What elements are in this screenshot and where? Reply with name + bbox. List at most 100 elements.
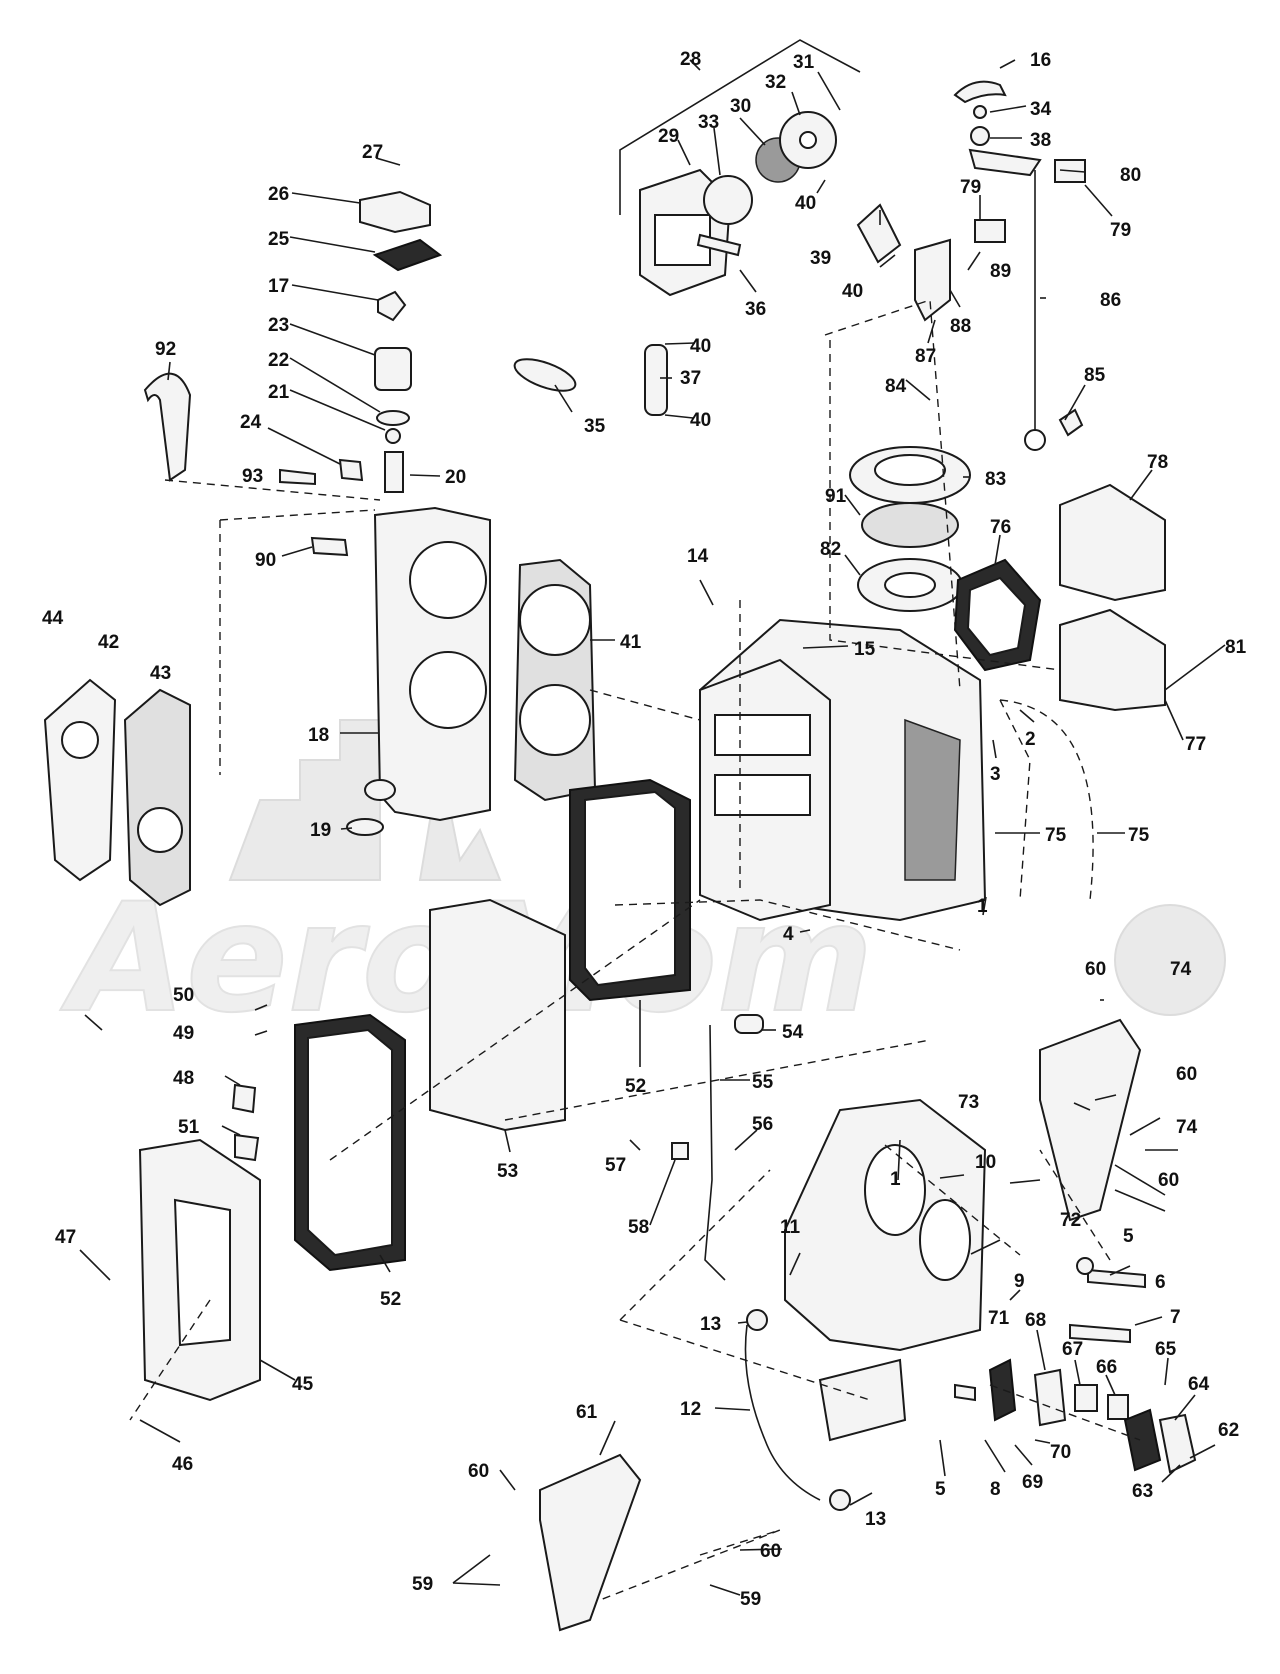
callout-40-d: 40 bbox=[690, 410, 711, 431]
callout-69: 69 bbox=[1022, 1472, 1043, 1493]
callout-3: 3 bbox=[990, 764, 1001, 785]
callout-74-lower: 74 bbox=[1176, 1117, 1198, 1138]
callout-labels: 1 1 2 3 4 5 5 6 7 8 9 10 11 12 13 13 14 … bbox=[42, 49, 1247, 1610]
callout-13-lower: 13 bbox=[865, 1509, 886, 1530]
plate-68 bbox=[1033, 1368, 1067, 1427]
gasket-64 bbox=[1123, 1408, 1162, 1472]
callout-84: 84 bbox=[885, 376, 907, 397]
callout-2: 2 bbox=[1025, 729, 1036, 750]
callout-18: 18 bbox=[308, 725, 329, 746]
callout-42: 42 bbox=[98, 632, 119, 653]
callout-33: 33 bbox=[698, 112, 719, 133]
leader-lines bbox=[79, 59, 1226, 1596]
clip-92 bbox=[143, 372, 192, 482]
callout-35: 35 bbox=[584, 416, 606, 437]
callout-12: 12 bbox=[680, 1399, 701, 1420]
bracket-87 bbox=[914, 238, 951, 322]
callout-91: 91 bbox=[825, 486, 847, 507]
callout-70: 70 bbox=[1050, 1442, 1071, 1463]
callout-59-right: 59 bbox=[740, 1589, 761, 1610]
callout-11: 11 bbox=[780, 1217, 801, 1238]
callout-85: 85 bbox=[1084, 365, 1106, 386]
throttle-arm bbox=[968, 148, 1042, 177]
callout-57: 57 bbox=[605, 1155, 626, 1176]
bracket-73 bbox=[1039, 1018, 1142, 1222]
gasket-25 bbox=[372, 238, 443, 272]
callout-54: 54 bbox=[782, 1022, 804, 1043]
callout-53: 53 bbox=[497, 1161, 518, 1182]
bushing-58 bbox=[671, 1142, 689, 1160]
clip-66 bbox=[1107, 1394, 1129, 1420]
callout-52-right: 52 bbox=[625, 1076, 646, 1097]
callout-73: 73 bbox=[958, 1092, 979, 1113]
gasket-43 bbox=[123, 688, 191, 907]
callout-26: 26 bbox=[268, 184, 289, 205]
callout-56: 56 bbox=[752, 1114, 773, 1135]
bolt-36 bbox=[696, 233, 742, 257]
callout-34: 34 bbox=[1030, 99, 1052, 120]
callout-30: 30 bbox=[730, 96, 751, 117]
fitting-13-lower bbox=[829, 1489, 851, 1511]
callout-24: 24 bbox=[240, 412, 262, 433]
link-55 bbox=[704, 1024, 726, 1281]
callout-74-upper: 74 bbox=[1170, 959, 1192, 980]
callout-67: 67 bbox=[1062, 1339, 1083, 1360]
bolt-6 bbox=[1087, 1268, 1146, 1289]
cover-77 bbox=[1059, 608, 1166, 712]
callout-79-right: 79 bbox=[1110, 220, 1131, 241]
callout-62: 62 bbox=[1218, 1420, 1239, 1441]
screw-93 bbox=[279, 468, 316, 486]
callout-60-e: 60 bbox=[1158, 1170, 1179, 1191]
callout-39: 39 bbox=[810, 248, 831, 269]
callout-47: 47 bbox=[55, 1227, 76, 1248]
callout-48: 48 bbox=[173, 1068, 194, 1089]
callout-15: 15 bbox=[854, 639, 876, 660]
sleeve-23 bbox=[374, 347, 412, 391]
callout-45: 45 bbox=[292, 1374, 314, 1395]
callout-64: 64 bbox=[1188, 1374, 1210, 1395]
callout-63: 63 bbox=[1132, 1481, 1153, 1502]
callout-40-b: 40 bbox=[842, 281, 863, 302]
cover-63 bbox=[1158, 1413, 1197, 1474]
filter-plate bbox=[703, 175, 753, 225]
callout-10: 10 bbox=[975, 1152, 996, 1173]
clip-79b bbox=[974, 219, 1006, 243]
callout-1-lower: 1 bbox=[890, 1169, 901, 1190]
callout-60-b: 60 bbox=[760, 1541, 781, 1562]
spring-20 bbox=[384, 451, 404, 493]
callout-87: 87 bbox=[915, 346, 936, 367]
callout-75-left: 75 bbox=[1045, 825, 1067, 846]
callout-40-c: 40 bbox=[690, 336, 711, 357]
callout-81: 81 bbox=[1225, 637, 1247, 658]
callout-4: 4 bbox=[783, 924, 794, 945]
parts bbox=[43, 39, 1197, 1632]
ring-21 bbox=[385, 428, 401, 444]
callout-31: 31 bbox=[793, 52, 815, 73]
callout-60-d: 60 bbox=[1176, 1064, 1197, 1085]
hose-37 bbox=[644, 344, 668, 416]
callout-9: 9 bbox=[1014, 1271, 1025, 1292]
callout-65: 65 bbox=[1155, 1339, 1177, 1360]
callout-89: 89 bbox=[990, 261, 1011, 282]
callout-72: 72 bbox=[1060, 1210, 1081, 1231]
callout-37: 37 bbox=[680, 368, 701, 389]
clip-48 bbox=[231, 1083, 257, 1114]
clip-24 bbox=[338, 458, 364, 482]
valve-17 bbox=[377, 290, 407, 322]
callout-82: 82 bbox=[820, 539, 841, 560]
callout-19: 19 bbox=[310, 820, 331, 841]
callout-6: 6 bbox=[1155, 1272, 1166, 1293]
callout-93: 93 bbox=[242, 466, 263, 487]
gasket-71 bbox=[988, 1358, 1017, 1422]
callout-13-upper: 13 bbox=[700, 1314, 721, 1335]
callout-83: 83 bbox=[985, 469, 1006, 490]
callout-60-a: 60 bbox=[468, 1461, 489, 1482]
callout-51: 51 bbox=[178, 1117, 200, 1138]
clip-85 bbox=[1058, 408, 1084, 437]
callout-23: 23 bbox=[268, 315, 289, 336]
clip-51 bbox=[234, 1133, 260, 1162]
callout-61: 61 bbox=[576, 1402, 598, 1423]
callout-76: 76 bbox=[990, 517, 1011, 538]
callout-14: 14 bbox=[687, 546, 709, 567]
callout-43: 43 bbox=[150, 663, 171, 684]
